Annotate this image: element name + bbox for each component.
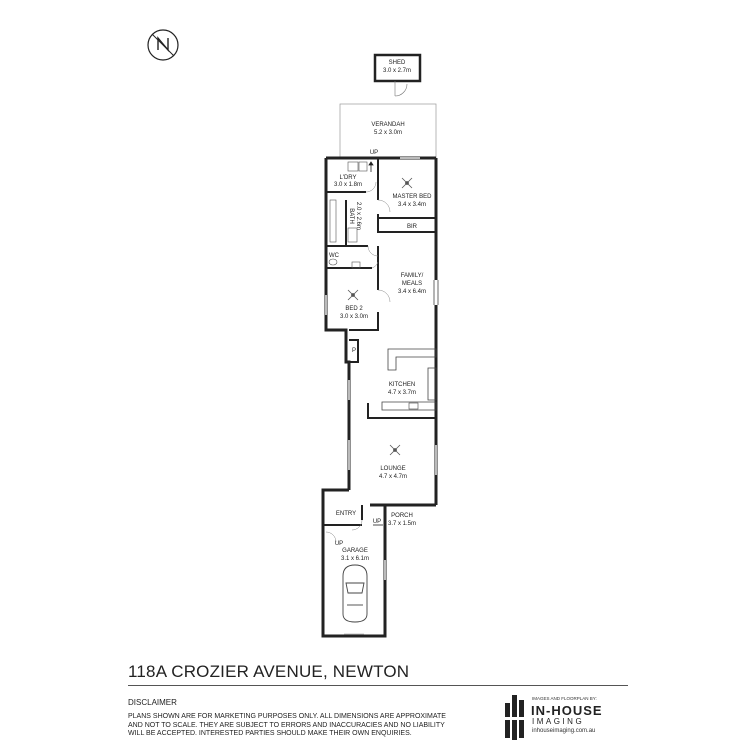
logo-subname: IMAGING bbox=[532, 717, 585, 726]
bath-label: BATH bbox=[348, 208, 354, 224]
shed-label: SHED bbox=[389, 60, 406, 66]
ceiling-fan-icons bbox=[347, 177, 413, 456]
up-porch-label: UP bbox=[373, 519, 381, 525]
family-meals-size: 3.4 x 6.4m bbox=[398, 289, 426, 295]
logo-mark-icon bbox=[505, 695, 524, 740]
door-swings bbox=[325, 181, 391, 543]
pantry-label: P bbox=[352, 348, 356, 354]
shed bbox=[373, 53, 422, 97]
interior-walls bbox=[323, 158, 436, 526]
bed2-label: BED 2 bbox=[345, 306, 363, 312]
windows bbox=[325, 157, 437, 580]
wet-area-fixtures bbox=[328, 161, 368, 269]
up-verandah-label: UP bbox=[370, 150, 378, 156]
family-meals-label: FAMILY/ bbox=[401, 273, 424, 279]
property-address-title: 118A CROZIER AVENUE, NEWTON bbox=[128, 662, 410, 681]
up-arrows bbox=[368, 161, 383, 526]
verandah-size: 5.2 x 3.0m bbox=[374, 130, 402, 136]
logo-url: inhouseimaging.com.au bbox=[532, 728, 596, 734]
laundry-size: 3.0 x 1.8m bbox=[334, 182, 362, 188]
north-arrow-icon bbox=[147, 29, 179, 61]
in-house-imaging-logo: IMAGES AND FLOORPLAN BY: IN-HOUSE IMAGIN… bbox=[502, 695, 632, 740]
lounge-size: 4.7 x 4.7m bbox=[379, 474, 407, 480]
garage-size: 3.1 x 6.1m bbox=[341, 556, 369, 562]
floor-plan: SHED 3.0 x 2.7m VERANDAH 5.2 x 3.0m UP L… bbox=[147, 29, 439, 638]
verandah bbox=[339, 103, 437, 159]
kitchen-bench bbox=[381, 348, 437, 411]
master-bed-label: MASTER BED bbox=[392, 194, 432, 200]
master-bed-size: 3.4 x 3.4m bbox=[398, 202, 426, 208]
disclaimer-text: PLANS SHOWN ARE FOR MARKETING PURPOSES O… bbox=[128, 713, 446, 737]
wc-label: WC bbox=[329, 253, 340, 259]
porch-size: 3.7 x 1.5m bbox=[388, 521, 416, 527]
kitchen-label: KITCHEN bbox=[389, 382, 415, 388]
up-garage-label: UP bbox=[335, 541, 343, 547]
sliding-door bbox=[433, 280, 439, 305]
verandah-label: VERANDAH bbox=[371, 122, 404, 128]
house-walls bbox=[321, 156, 438, 638]
logo-tagline: IMAGES AND FLOORPLAN BY: bbox=[532, 696, 597, 701]
porch-label: PORCH bbox=[391, 513, 413, 519]
laundry-label: L'DRY bbox=[339, 175, 356, 181]
lounge-label: LOUNGE bbox=[380, 466, 405, 472]
bath-size: 2.0 x 2.6m bbox=[355, 202, 361, 230]
room-labels: SHED 3.0 x 2.7m VERANDAH 5.2 x 3.0m UP L… bbox=[329, 60, 432, 562]
garage-label: GARAGE bbox=[342, 548, 368, 554]
bed2-size: 3.0 x 3.0m bbox=[340, 314, 368, 320]
car-icon bbox=[342, 564, 368, 623]
kitchen-size: 4.7 x 3.7m bbox=[388, 390, 416, 396]
divider bbox=[128, 685, 628, 686]
family-meals-label-2: MEALS bbox=[402, 281, 422, 287]
logo-name: IN-HOUSE bbox=[531, 703, 603, 718]
shed-size: 3.0 x 2.7m bbox=[383, 68, 411, 74]
entry-label: ENTRY bbox=[336, 511, 356, 517]
bir-label: BIR bbox=[407, 224, 418, 230]
disclaimer-heading: DISCLAIMER bbox=[128, 698, 177, 707]
